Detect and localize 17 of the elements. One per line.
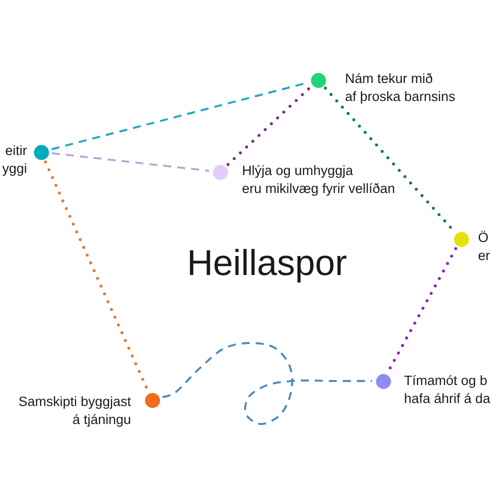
node-caption: Hlýja og umhyggja eru mikilvæg fyrir vellíðan <box>242 162 396 198</box>
node-dot <box>212 164 228 180</box>
node-caption: Samskipti byggjast á tjáningu <box>18 393 131 429</box>
connector-line <box>226 86 312 166</box>
node-dot <box>34 144 48 160</box>
connector-line <box>44 160 149 392</box>
node-dot <box>144 392 160 408</box>
node-dot <box>376 374 390 388</box>
connector-line <box>52 152 210 172</box>
node-dot <box>454 232 468 246</box>
node-caption: Ö er <box>478 229 490 265</box>
node-caption: Tímamót og b hafa áhrif á da <box>404 372 490 408</box>
connector-line <box>162 342 372 425</box>
node-dot <box>310 72 326 88</box>
node-caption: eitir yggi <box>2 142 27 178</box>
diagram-title: Heillaspor <box>186 242 348 284</box>
node-caption: Nám tekur mið af þroska barnsins <box>345 70 456 106</box>
